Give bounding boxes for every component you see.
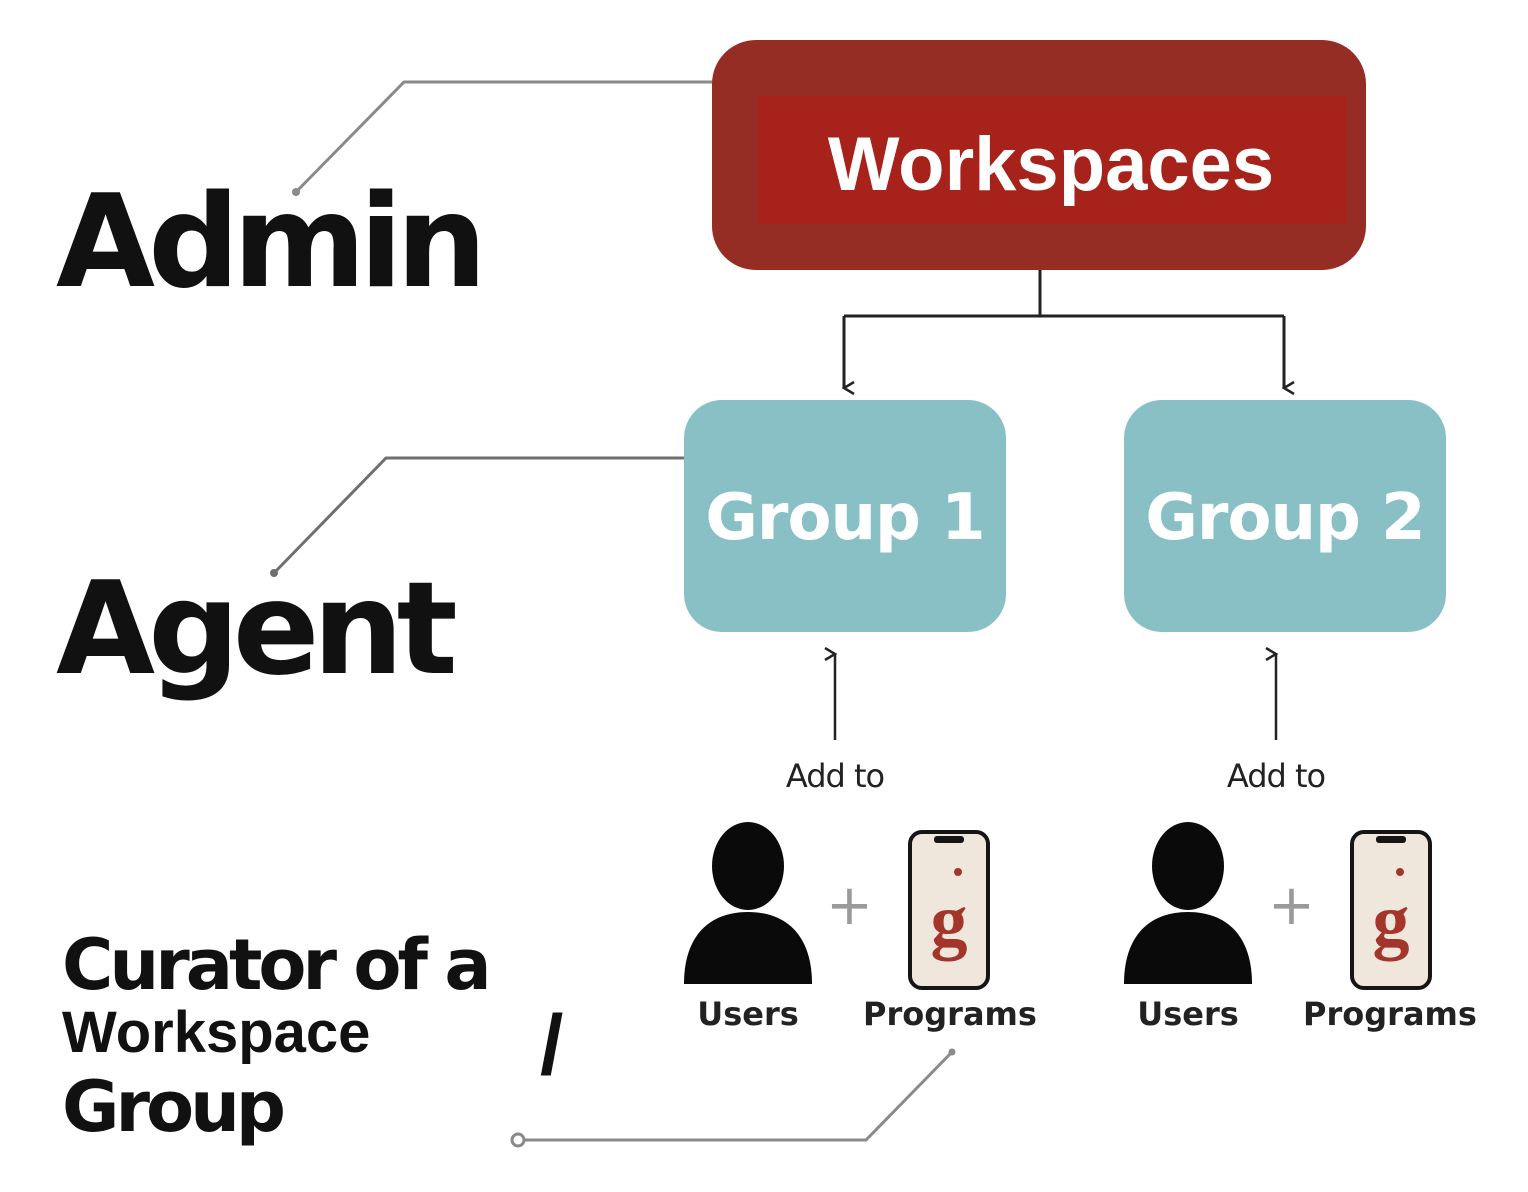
person-icon xyxy=(684,822,812,984)
programs-label-group-2: Programs xyxy=(1303,995,1477,1033)
add-to-label-group-2: Add to xyxy=(1226,757,1326,795)
plus-sign-group-1: + xyxy=(826,873,873,938)
group-1-label: Group 1 xyxy=(705,481,985,555)
workspaces-highlight xyxy=(758,96,1346,224)
add-to-label-group-1: Add to xyxy=(785,757,885,795)
admin-pointer-dot xyxy=(292,188,300,196)
phone-app-icon: g xyxy=(1350,830,1432,990)
program-glyph: g xyxy=(931,880,968,962)
role-admin-label: Admin xyxy=(56,168,487,317)
admin-pointer-line xyxy=(294,80,852,194)
program-glyph: g xyxy=(1373,880,1410,962)
agent-pointer-dot xyxy=(270,569,278,577)
users-label-group-2: Users xyxy=(1137,995,1239,1033)
plus-sign-group-2: + xyxy=(1268,873,1315,938)
role-curator-line-3: Group xyxy=(62,1066,286,1148)
phone-app-icon: g xyxy=(908,830,990,990)
group-2-node: Group 2 xyxy=(1124,400,1446,632)
users-label-group-1: Users xyxy=(697,995,799,1033)
programs-label-group-1: Programs xyxy=(863,995,1037,1033)
role-agent-label: Agent xyxy=(56,555,458,704)
group-2-label: Group 2 xyxy=(1145,481,1425,555)
slash-separator: / xyxy=(540,998,564,1092)
workspaces-node: Workspaces xyxy=(712,40,1366,270)
curator-pointer-ring xyxy=(510,1132,526,1148)
curator-pointer-line xyxy=(518,1050,954,1142)
person-icon xyxy=(1124,822,1252,984)
curator-pointer-dot xyxy=(948,1048,956,1056)
workspaces-label: Workspaces xyxy=(827,122,1275,207)
role-curator-line-1: Curator of a xyxy=(62,924,492,1006)
role-curator-line-2: Workspace xyxy=(62,1000,371,1065)
group-1-node: Group 1 xyxy=(684,400,1006,632)
